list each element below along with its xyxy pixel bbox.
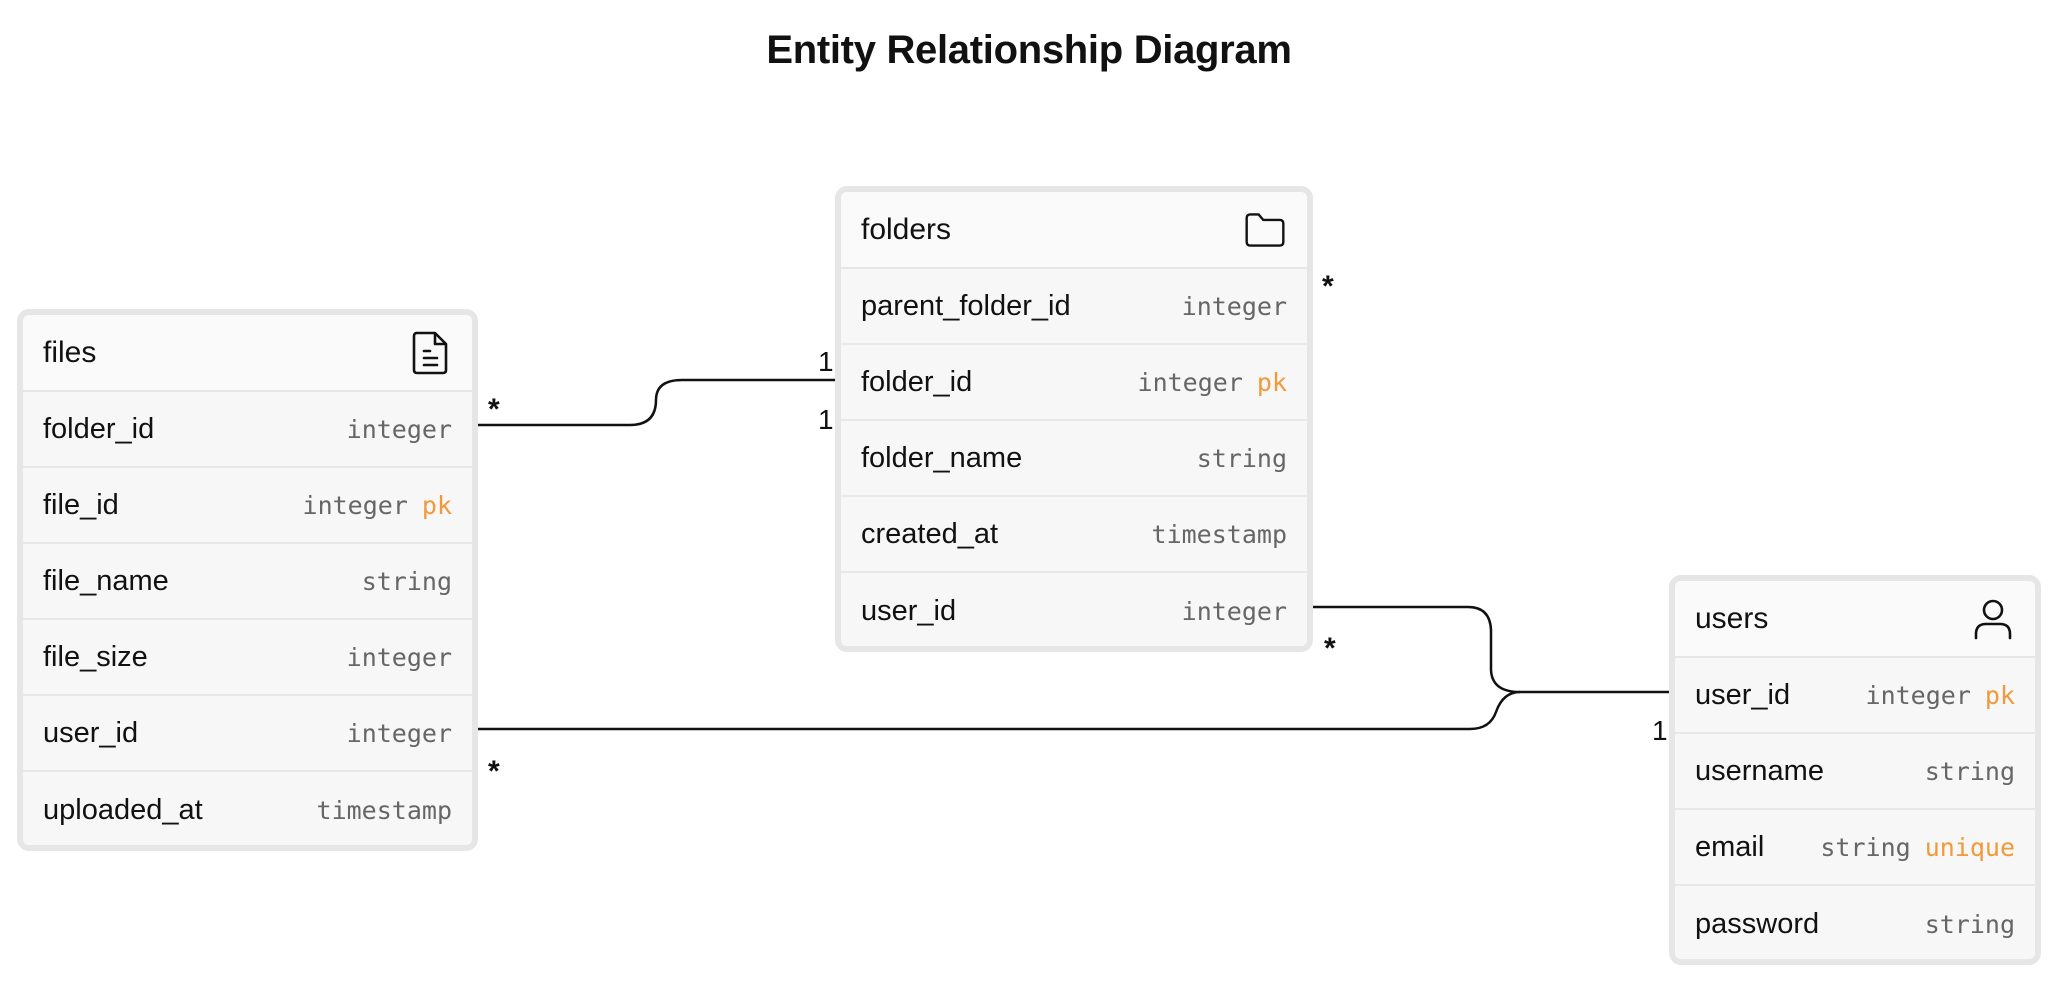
field-type: string unique [1820, 833, 2015, 862]
field-name: file_size [43, 640, 148, 673]
field-type: string [1197, 444, 1287, 473]
field-type: integer pk [1866, 681, 2015, 710]
field-row: file_name string [23, 544, 472, 620]
cardinality-label: * [488, 393, 500, 426]
connector-files-folders [466, 378, 846, 427]
field-name: folder_id [861, 365, 973, 398]
field-type: timestamp [1152, 520, 1287, 549]
entity-name: files [43, 335, 97, 369]
type-label: integer [1865, 680, 1971, 710]
cardinality-label: * [1324, 632, 1336, 665]
field-row: folder_id integer pk [841, 345, 1307, 421]
field-name: folder_id [43, 412, 155, 445]
entity-files[interactable]: files folder_id integer file_id integer p… [17, 309, 478, 851]
field-type: integer pk [1138, 368, 1287, 397]
entity-users[interactable]: users user_id integer pk username string … [1669, 575, 2041, 965]
entity-folders[interactable]: folders parent_folder_id integer folder_… [835, 186, 1313, 652]
type-label: integer [302, 490, 408, 520]
field-name: file_name [43, 564, 169, 597]
entity-header: files [23, 315, 472, 392]
field-type: string [1925, 910, 2015, 939]
folder-icon [1243, 204, 1287, 256]
constraint-badge: pk [421, 490, 452, 520]
field-type: timestamp [317, 796, 452, 825]
field-name: created_at [861, 517, 999, 550]
field-type: integer pk [303, 491, 452, 520]
field-name: user_id [861, 594, 957, 627]
cardinality-label: * [488, 755, 500, 788]
field-row: username string [1675, 734, 2035, 810]
entity-name: folders [861, 212, 952, 246]
field-type: integer [1182, 597, 1287, 626]
field-row: file_size integer [23, 620, 472, 696]
cardinality-label: 1 [818, 404, 834, 435]
field-type: integer [347, 643, 452, 672]
constraint-badge: pk [1984, 680, 2015, 710]
field-name: user_id [43, 716, 139, 749]
type-label: timestamp [316, 795, 452, 825]
constraint-badge: pk [1256, 367, 1287, 397]
file-icon [408, 327, 452, 379]
field-type: integer [347, 719, 452, 748]
field-row: uploaded_at timestamp [23, 772, 472, 845]
field-row: folder_name string [841, 421, 1307, 497]
type-label: string [1924, 756, 2015, 786]
field-name: user_id [1695, 678, 1791, 711]
type-label: string [361, 566, 452, 596]
field-row: file_id integer pk [23, 468, 472, 544]
type-label: integer [346, 414, 452, 444]
cardinality-label: * [1322, 270, 1334, 303]
field-row: user_id integer [23, 696, 472, 772]
field-type: integer [1182, 292, 1287, 321]
field-name: folder_name [861, 441, 1023, 474]
cardinality-label: 1 [818, 346, 834, 377]
type-label: timestamp [1151, 519, 1287, 549]
entity-header: users [1675, 581, 2035, 658]
field-row: folder_id integer [23, 392, 472, 468]
field-row: parent_folder_id integer [841, 269, 1307, 345]
diagram-title: Entity Relationship Diagram [766, 28, 1292, 72]
type-label: string [1924, 909, 2015, 939]
type-label: integer [346, 718, 452, 748]
user-icon [1971, 593, 2015, 645]
entity-header: folders [841, 192, 1307, 269]
entity-name: users [1695, 601, 1769, 635]
field-row: email string unique [1675, 810, 2035, 886]
connector-files-users [466, 690, 1681, 731]
field-type: integer [347, 415, 452, 444]
type-label: integer [346, 642, 452, 672]
field-name: username [1695, 754, 1824, 787]
field-type: string [362, 567, 452, 596]
field-type: string [1925, 757, 2015, 786]
field-name: password [1695, 907, 1820, 940]
type-label: integer [1137, 367, 1243, 397]
type-label: integer [1181, 596, 1287, 626]
type-label: string [1820, 832, 1911, 862]
field-row: created_at timestamp [841, 497, 1307, 573]
field-row: user_id integer [841, 573, 1307, 646]
field-name: parent_folder_id [861, 289, 1071, 322]
field-name: uploaded_at [43, 793, 203, 826]
connector-folders-users [1300, 605, 1521, 694]
field-row: password string [1675, 886, 2035, 959]
field-name: email [1695, 830, 1765, 863]
field-name: file_id [43, 488, 119, 521]
cardinality-label: 1 [1652, 715, 1668, 746]
field-row: user_id integer pk [1675, 658, 2035, 734]
type-label: string [1196, 443, 1287, 473]
constraint-badge: unique [1924, 832, 2015, 862]
type-label: integer [1181, 291, 1287, 321]
